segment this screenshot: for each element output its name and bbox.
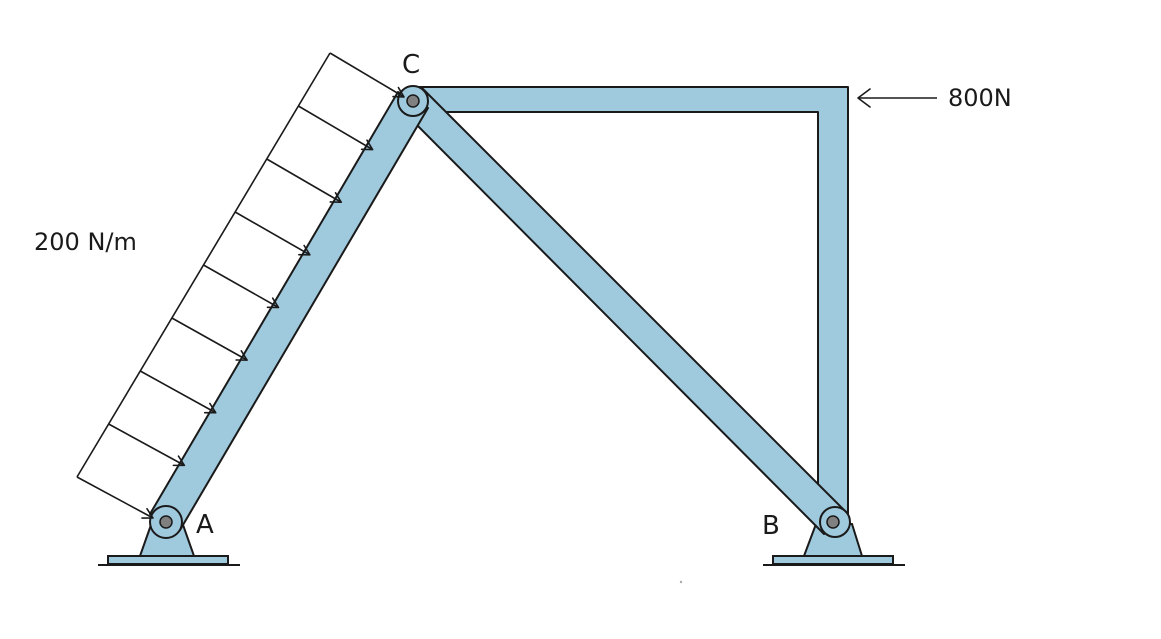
node-label-b: B	[762, 511, 780, 541]
arrow-head-icon	[172, 455, 186, 467]
member-ac	[149, 91, 429, 531]
distributed-load-label: 200 N/m	[34, 228, 137, 256]
arrow-head-icon	[141, 507, 154, 519]
pin-b-icon	[826, 515, 840, 529]
node-label-c: C	[402, 50, 420, 80]
arrow-head-icon	[298, 244, 311, 256]
support-b	[802, 523, 864, 557]
arrow-left-icon	[857, 88, 871, 108]
distributed-load-arrow	[266, 158, 342, 203]
arrow-head-icon	[329, 192, 343, 204]
point-load-label: 800N	[948, 84, 1012, 112]
arrow-head-icon	[203, 402, 217, 414]
distributed-load	[76, 52, 405, 519]
distributed-load-arrow	[234, 211, 311, 256]
distributed-load-arrow	[108, 423, 185, 467]
member-cb	[399, 87, 847, 535]
distributed-load-arrow	[76, 476, 154, 519]
arrow-head-icon	[360, 139, 374, 151]
distributed-load-arrow	[139, 370, 217, 414]
stray-mark	[679, 580, 683, 584]
ground-a	[98, 555, 240, 566]
distributed-load-arrow	[329, 52, 405, 98]
arrow-head-icon	[235, 350, 248, 361]
distributed-load-arrow	[171, 317, 248, 361]
arrow-head-icon	[392, 86, 405, 98]
pin-c-icon	[406, 94, 420, 108]
node-label-a: A	[196, 510, 214, 540]
arrow-head-icon	[266, 297, 280, 309]
pin-a-icon	[159, 515, 173, 529]
distributed-load-arrow	[297, 105, 374, 151]
point-load-arrow	[857, 88, 937, 108]
base-plate-a	[107, 555, 229, 565]
base-plate-b	[772, 555, 894, 565]
distributed-load-arrow	[203, 264, 279, 309]
ground-b	[763, 555, 905, 566]
